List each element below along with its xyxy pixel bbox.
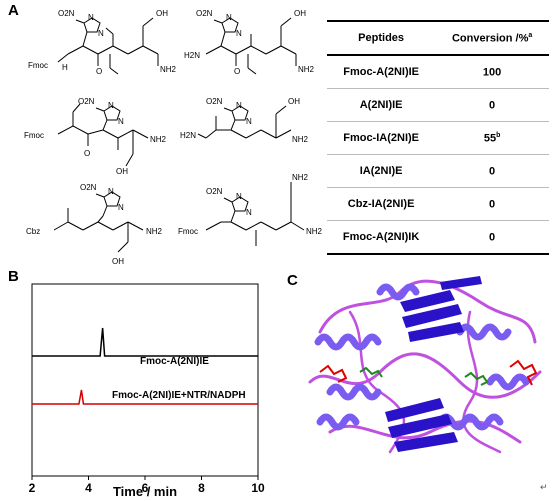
table-row: Fmoc-A(2NI)IE 100 xyxy=(327,55,549,89)
svg-text:O2N: O2N xyxy=(80,183,97,192)
structure-drawing: O2N NN Fmoc O OH NH2 xyxy=(24,97,167,176)
svg-text:N: N xyxy=(236,101,242,110)
svg-text:H2N: H2N xyxy=(184,51,200,60)
x-tick-label: 2 xyxy=(29,481,36,495)
svg-text:Fmoc: Fmoc xyxy=(24,131,44,140)
legend-series-1: Fmoc-A(2NI)IE xyxy=(140,356,209,367)
table-row: A(2NI)IE 0 xyxy=(327,88,549,122)
trace-fmoc-a2ni-ie xyxy=(32,327,258,357)
svg-text:O: O xyxy=(234,67,240,76)
svg-text:N: N xyxy=(118,203,124,212)
svg-text:OH: OH xyxy=(288,97,300,106)
table-row: Fmoc-A(2NI)IK 0 xyxy=(327,220,549,255)
panel-label-b: B xyxy=(8,268,19,285)
svg-text:NH2: NH2 xyxy=(150,135,167,144)
legend-series-2: Fmoc-A(2NI)IE+NTR/NADPH xyxy=(112,390,246,401)
svg-text:N: N xyxy=(108,101,114,110)
conversion-table: Peptides Conversion /%a Fmoc-A(2NI)IE 10… xyxy=(327,20,549,255)
peptide-cell: Cbz-IA(2NI)E xyxy=(327,187,436,221)
svg-text:N: N xyxy=(236,29,242,38)
paragraph-mark: ↵ xyxy=(540,482,548,492)
peptide-cell: Fmoc-A(2NI)IE xyxy=(327,55,436,89)
svg-text:O2N: O2N xyxy=(196,9,213,18)
svg-text:OH: OH xyxy=(112,257,124,266)
peptide-cell: Fmoc-IA(2NI)E xyxy=(327,121,436,155)
panel-label-a: A xyxy=(8,2,19,19)
trace-with-ntr-nadph xyxy=(32,389,258,405)
svg-text:Fmoc: Fmoc xyxy=(178,227,198,236)
svg-text:NH2: NH2 xyxy=(160,65,177,74)
header-conversion: Conversion /%a xyxy=(435,20,549,56)
conversion-cell: 0 xyxy=(435,88,549,122)
conversion-cell: 0 xyxy=(435,187,549,221)
svg-text:N: N xyxy=(226,13,232,22)
conversion-cell: 55b xyxy=(435,121,549,155)
peptide-cell: IA(2NI)E xyxy=(327,154,436,188)
conversion-cell: 0 xyxy=(435,220,549,255)
svg-text:NH2: NH2 xyxy=(146,227,163,236)
svg-text:NH2: NH2 xyxy=(298,65,315,74)
x-tick-label: 8 xyxy=(198,481,205,495)
svg-text:OH: OH xyxy=(156,9,168,18)
hplc-chromatogram: 2 4 6 8 10 Fmoc-A(2NI)IE Fmoc-A(2NI)IE+NTR/N… xyxy=(29,283,265,499)
svg-text:N: N xyxy=(88,13,94,22)
structure-drawing: O2N NN H2N O OH NH2 xyxy=(184,9,315,76)
header-peptides: Peptides xyxy=(327,20,436,56)
svg-text:N: N xyxy=(108,187,114,196)
table-row: IA(2NI)E 0 xyxy=(327,154,549,188)
svg-text:NH2: NH2 xyxy=(306,227,323,236)
helix-regions xyxy=(314,283,530,431)
x-tick-label: 4 xyxy=(85,481,92,495)
peptide-cell: Fmoc-A(2NI)IK xyxy=(327,220,436,255)
struct-prefix: Fmoc xyxy=(28,61,48,70)
structure-drawing: O2N NN Fmoc H O OH NH2 xyxy=(28,9,177,76)
svg-text:H: H xyxy=(62,63,68,72)
svg-text:O2N: O2N xyxy=(206,97,223,106)
svg-text:O2N: O2N xyxy=(206,187,223,196)
conversion-cell: 100 xyxy=(435,55,549,89)
table-header-row: Peptides Conversion /%a xyxy=(327,20,549,56)
ligand-red xyxy=(319,359,538,386)
svg-text:NH2: NH2 xyxy=(292,135,309,144)
ligand-green xyxy=(359,366,489,386)
conversion-cell: 0 xyxy=(435,154,549,188)
x-axis-label: Time / min xyxy=(113,484,177,499)
x-axis: 2 4 6 8 10 xyxy=(29,476,265,495)
structure-drawing: O2N NN H2N OH NH2 xyxy=(180,97,309,144)
svg-text:N: N xyxy=(118,117,124,126)
table-row: Cbz-IA(2NI)E 0 xyxy=(327,187,549,221)
table-row: Fmoc-IA(2NI)E 55b xyxy=(327,121,549,155)
sheet-regions xyxy=(385,276,482,452)
svg-text:H2N: H2N xyxy=(180,131,196,140)
svg-text:OH: OH xyxy=(294,9,306,18)
peptide-cell: A(2NI)IE xyxy=(327,88,436,122)
svg-text:OH: OH xyxy=(116,167,128,176)
svg-text:Cbz: Cbz xyxy=(26,227,40,236)
svg-text:O2N: O2N xyxy=(78,97,95,106)
svg-text:N: N xyxy=(246,117,252,126)
structure-drawing: O2N NN Fmoc NH2 NH2 xyxy=(178,173,323,246)
ntr-protein-structure xyxy=(308,276,542,454)
plot-frame xyxy=(31,283,259,477)
svg-text:O: O xyxy=(84,149,90,158)
svg-text:N: N xyxy=(236,192,242,201)
panel-label-c: C xyxy=(287,272,298,289)
svg-text:O: O xyxy=(96,67,102,76)
x-tick-label: 10 xyxy=(251,481,265,495)
x-tick-label: 6 xyxy=(142,481,149,495)
struct-label: O2N xyxy=(58,9,75,18)
svg-text:N: N xyxy=(246,208,252,217)
structure-drawing: O2N NN Cbz OH NH2 xyxy=(26,183,163,266)
svg-text:NH2: NH2 xyxy=(292,173,309,182)
svg-text:N: N xyxy=(98,29,104,38)
